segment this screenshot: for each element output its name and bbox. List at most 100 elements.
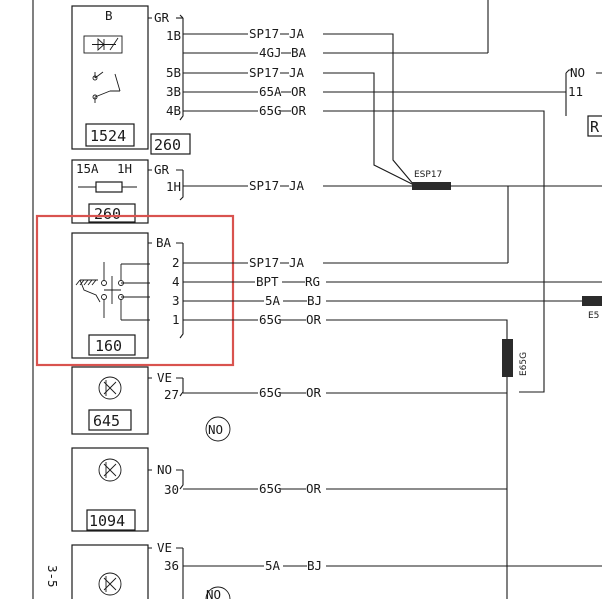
remote-ref-partial: R: [590, 118, 600, 136]
svg-text:65G: 65G: [259, 385, 282, 400]
wire-160-3: 5A BJ: [183, 293, 582, 308]
pin-color-160: BA: [156, 235, 172, 250]
component-bottom: [71, 544, 149, 599]
pin-160-3: 3: [172, 293, 180, 308]
svg-text:65G: 65G: [259, 312, 282, 327]
fuse-rating: 15A: [76, 161, 99, 176]
splice-e65g-label: E65G: [519, 352, 529, 376]
pin-1524-3b: 3B: [166, 84, 181, 99]
wire-4gj: 4GJ BA: [183, 45, 488, 60]
svg-text:SP17: SP17: [249, 255, 279, 270]
page-edge-text: 3-5: [45, 565, 60, 588]
wire-bottom-36: 5A BJ: [183, 558, 602, 573]
svg-text:65G: 65G: [259, 481, 282, 496]
pin-645-27: 27: [164, 387, 179, 402]
pin-bracket-260: [148, 169, 184, 201]
pin-bracket-1094: [148, 469, 184, 490]
remote-pin: 11: [568, 84, 583, 99]
transistor-icon: [103, 462, 117, 478]
wire-645-27: 65G OR: [183, 385, 490, 400]
svg-text:OR: OR: [306, 385, 322, 400]
splice-esp17-label: ESP17: [414, 170, 442, 180]
svg-text:OR: OR: [306, 481, 322, 496]
component-160: 160: [71, 232, 150, 359]
wire-4b: 65G OR: [183, 103, 545, 393]
component-1094-ref: 1094: [89, 512, 125, 530]
wire-160-2: SP17 JA: [183, 255, 508, 270]
marker-no-circle: [205, 416, 231, 442]
svg-text:OR: OR: [291, 84, 307, 99]
transistor-icon: [103, 576, 117, 592]
svg-text:SP17: SP17: [249, 178, 279, 193]
svg-text:JA: JA: [289, 255, 305, 270]
pin-color-260: GR: [154, 162, 170, 177]
splice-esp17: [412, 182, 451, 190]
pin-1094-30: 30: [164, 482, 179, 497]
svg-text:JA: JA: [289, 65, 305, 80]
marker-no-circle-2: [205, 586, 231, 599]
splice-e5-label: E5: [588, 311, 599, 321]
connector-260-label: 260: [154, 136, 181, 154]
marker-no-2: NO: [206, 587, 221, 599]
pin-bracket-160: [148, 242, 184, 339]
sensor-symbol: [83, 35, 123, 54]
svg-text:5A: 5A: [265, 293, 281, 308]
transistor-icon: [103, 380, 117, 396]
svg-text:BPT: BPT: [256, 274, 279, 289]
svg-text:65A: 65A: [259, 84, 282, 99]
splice-e65g: [502, 339, 513, 377]
highlight-frame: [35, 214, 235, 367]
svg-text:SP17: SP17: [249, 65, 279, 80]
marker-no: NO: [208, 422, 223, 437]
svg-text:5A: 5A: [265, 558, 281, 573]
component-260: 15A 1H 260: [71, 159, 149, 224]
connector-260-box: [150, 133, 191, 155]
pin-bracket-645: [148, 377, 184, 397]
wire-1094-30: 65G OR: [183, 481, 507, 496]
svg-text:SP17: SP17: [249, 26, 279, 41]
wire-3b: 65A OR: [183, 84, 566, 99]
wire-1b: SP17 JA: [183, 26, 415, 186]
pin-1524-4b: 4B: [166, 103, 181, 118]
component-1524-title: B: [105, 8, 113, 23]
component-1524: B 1524: [71, 5, 149, 150]
component-1524-ref: 1524: [90, 127, 126, 145]
pin-bottom-36: 36: [164, 558, 179, 573]
switch-symbol: [94, 71, 111, 103]
pin-1524-5b: 5B: [166, 65, 181, 80]
remote-connector: NO 11 R: [565, 65, 602, 137]
svg-text:RG: RG: [305, 274, 320, 289]
switch-contacts: [103, 262, 122, 320]
component-645-ref: 645: [93, 412, 120, 430]
pin-color-645: VE: [157, 370, 172, 385]
fuse-symbol: [95, 181, 123, 193]
remote-color: NO: [570, 65, 585, 80]
pin-bracket-bottom: [148, 547, 184, 599]
svg-text:BJ: BJ: [307, 558, 322, 573]
component-160-ref: 160: [95, 337, 122, 355]
pin-color-1094: NO: [157, 462, 172, 477]
pin-160-2: 2: [172, 255, 180, 270]
splice-e5: [582, 296, 602, 306]
svg-text:65G: 65G: [259, 103, 282, 118]
pin-260-1h: 1H: [166, 179, 181, 194]
wire-160-1: 65G OR: [183, 312, 508, 340]
component-260-ref: 260: [94, 205, 121, 223]
svg-text:BA: BA: [291, 45, 307, 60]
pin-color-1524: GR: [154, 10, 170, 25]
hatched-actuator: [75, 279, 101, 303]
component-1094: 1094: [71, 447, 149, 532]
pin-1524-1b: 1B: [166, 28, 181, 43]
svg-text:OR: OR: [306, 312, 322, 327]
wire-5b: SP17 JA: [183, 65, 415, 186]
pin-color-bottom: VE: [157, 540, 172, 555]
pin-160-4: 4: [172, 274, 180, 289]
svg-text:OR: OR: [291, 103, 307, 118]
wire-1h: SP17 JA: [183, 178, 602, 193]
pin-160-1: 1: [172, 312, 180, 327]
component-645: 645: [71, 366, 149, 435]
svg-text:BJ: BJ: [307, 293, 322, 308]
svg-text:JA: JA: [289, 178, 305, 193]
wire-160-4: BPT RG: [183, 274, 602, 289]
